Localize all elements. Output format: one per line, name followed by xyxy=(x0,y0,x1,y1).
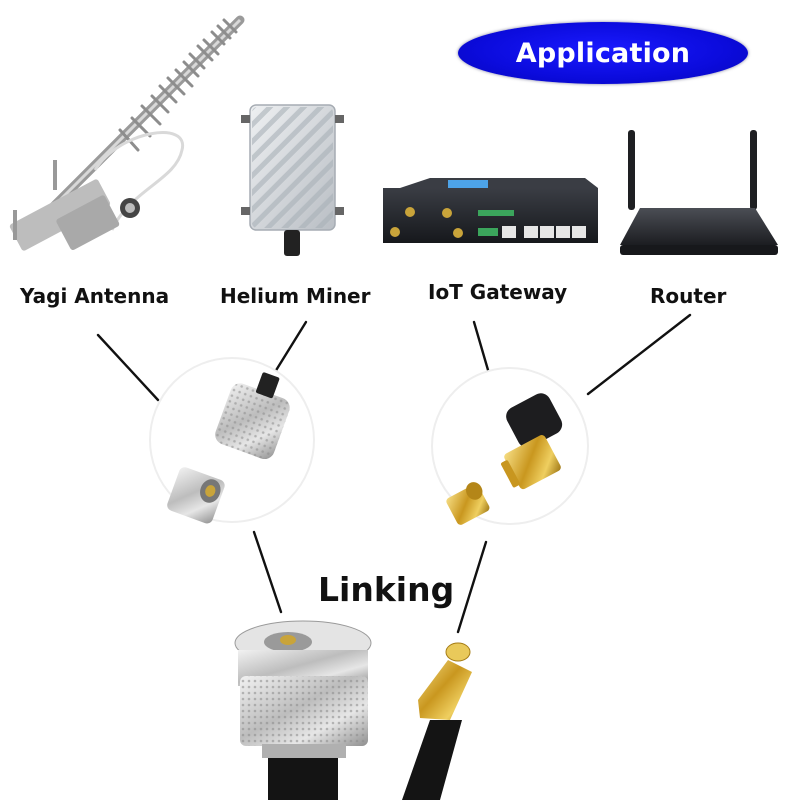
application-badge: Application xyxy=(458,22,748,84)
label-helium-miner: Helium Miner xyxy=(220,284,371,308)
application-badge-label: Application xyxy=(515,37,691,69)
n-type-cable xyxy=(234,620,372,800)
leader-line-sma xyxy=(456,540,488,634)
leader-line-yagi xyxy=(96,333,160,402)
leader-line-router xyxy=(586,313,692,396)
leader-line-n-type xyxy=(252,530,283,614)
router-icon xyxy=(620,130,778,255)
label-router: Router xyxy=(650,284,727,308)
sma-cable xyxy=(402,642,472,800)
iot-gateway-icon xyxy=(383,178,598,243)
leader-line-iot xyxy=(472,320,490,372)
label-iot-gateway: IoT Gateway xyxy=(428,280,568,304)
helium-miner-icon xyxy=(241,104,344,256)
yagi-antenna-icon xyxy=(9,15,245,251)
leader-line-helium xyxy=(273,320,308,374)
sma-closeup xyxy=(431,367,589,525)
leader-lines xyxy=(96,313,692,634)
n-type-closeup xyxy=(149,357,315,524)
label-yagi-antenna: Yagi Antenna xyxy=(20,284,170,308)
linking-label: Linking xyxy=(318,570,455,609)
